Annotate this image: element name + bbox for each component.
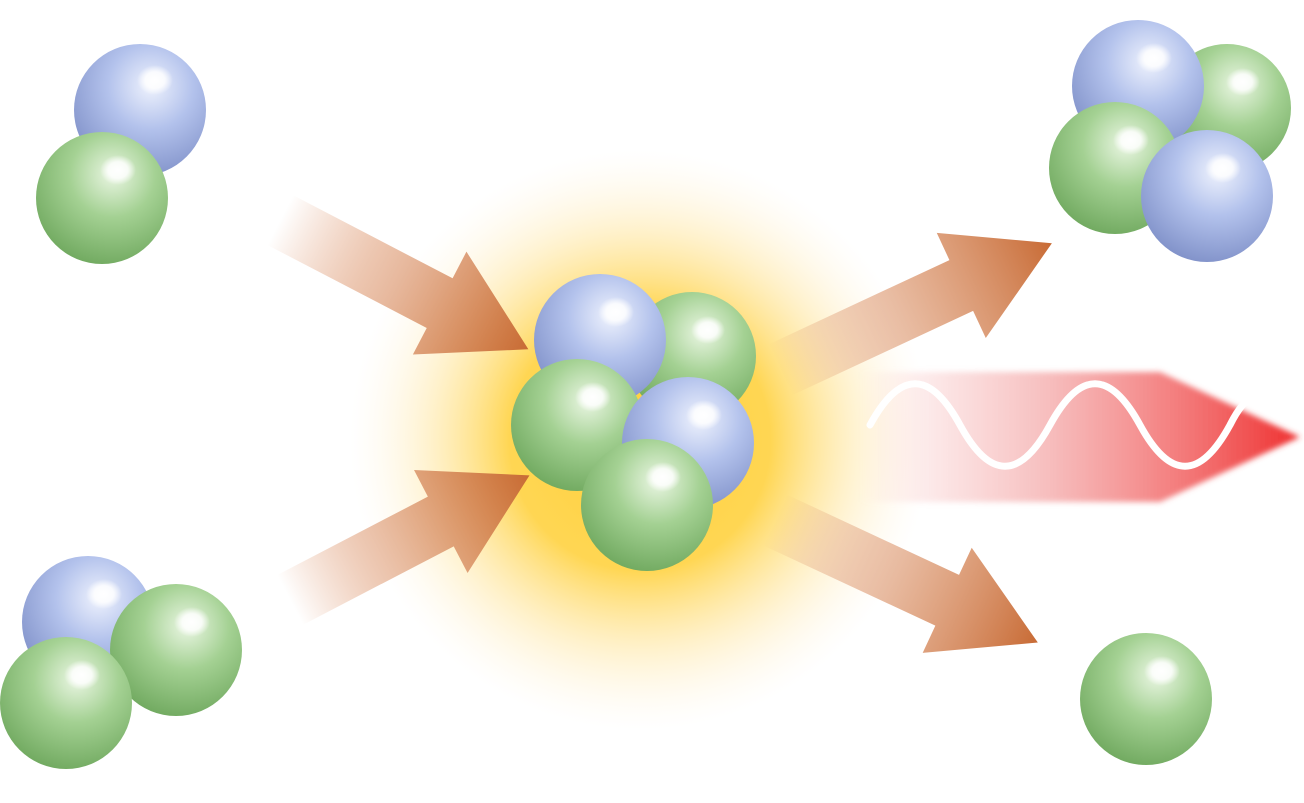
neutron-particle bbox=[581, 439, 713, 571]
wave-icon bbox=[866, 380, 1259, 470]
incoming-arrow-bottom bbox=[277, 470, 530, 625]
neutron-particle bbox=[1080, 633, 1212, 765]
neutron-particle bbox=[36, 132, 168, 264]
outgoing-arrow-bottom bbox=[763, 494, 1038, 653]
reactant-tritium bbox=[0, 556, 242, 769]
proton-particle bbox=[1141, 130, 1273, 262]
neutron-particle bbox=[0, 637, 132, 769]
product-helium-4 bbox=[1049, 20, 1291, 262]
outgoing-arrow-top bbox=[768, 232, 1052, 396]
energy-wave-emission bbox=[860, 372, 1300, 502]
neutron-particle bbox=[110, 584, 242, 716]
incoming-arrow-top bbox=[267, 195, 529, 355]
energy-beam bbox=[860, 372, 1300, 502]
compound-nucleus bbox=[511, 274, 756, 571]
reactant-deuterium bbox=[36, 44, 206, 264]
product-neutron bbox=[1080, 633, 1212, 765]
